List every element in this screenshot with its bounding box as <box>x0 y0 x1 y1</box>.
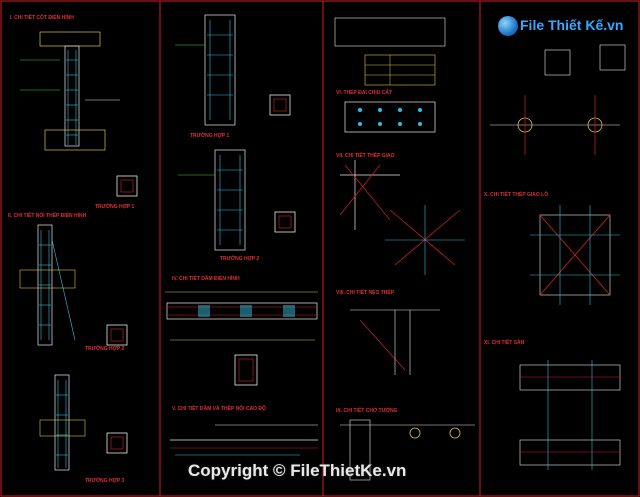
beam-step-detail <box>170 424 318 456</box>
hole-rebar-detail <box>530 205 620 305</box>
label-opening: X. CHI TIẾT THÉP GIAO LỖ <box>484 192 549 198</box>
label-beam-detail: IV. CHI TIẾT DẦM ĐIỂN HÌNH <box>172 276 240 282</box>
label-slab: XI. CHI TIẾT SÀN <box>484 340 525 346</box>
label-case-1a: TRƯỜNG HỢP 1 <box>95 204 135 210</box>
label-case-2b: TRƯỜNG HỢP 2 <box>220 256 260 262</box>
label-anchor: VIII. CHI TIẾT NEO THÉP <box>336 290 395 296</box>
column-case-1 <box>175 14 291 126</box>
column-detail-3 <box>39 374 128 471</box>
label-case-3a: TRƯỜNG HỢP 3 <box>85 478 125 484</box>
logo-globe-icon <box>498 16 518 36</box>
opening-detail <box>490 44 626 155</box>
logo-text: File Thiết Kế.vn <box>520 17 624 33</box>
label-case-2a: TRƯỜNG HỢP 2 <box>85 346 125 352</box>
column-detail-2 <box>19 224 128 346</box>
wall-tie-detail <box>340 419 475 481</box>
label-case-1b: TRƯỜNG HỢP 1 <box>190 133 230 139</box>
label-beam-step: V. CHI TIẾT DẦM VÀ THÉP NỐI CAO ĐỘ <box>172 406 266 412</box>
filethietke-logo: File Thiết Kế.vn <box>498 14 623 40</box>
column-case-2 <box>178 149 296 251</box>
beam-detail <box>165 291 318 386</box>
column-detail-1 <box>20 31 138 197</box>
cross-bar-detail <box>339 160 465 275</box>
label-column-detail: I. CHI TIẾT CỘT ĐIỂN HÌNH <box>10 15 74 21</box>
slab-detail <box>519 360 621 470</box>
label-cross-bar: VII. CHI TIẾT THÉP GIAO <box>336 153 395 159</box>
stirrup-table <box>334 17 446 133</box>
label-splice-detail: II. CHI TIẾT NỐI THÉP ĐIỂN HÌNH <box>8 213 87 219</box>
copyright-watermark: Copyright © FileThietKe.vn <box>188 461 407 480</box>
label-stirrup: VI. THÉP ĐAI CHỊU CẮT <box>336 90 393 96</box>
label-wall-tie: IX. CHI TIẾT CHỜ TƯỜNG <box>336 408 398 414</box>
anchor-detail <box>350 309 440 375</box>
